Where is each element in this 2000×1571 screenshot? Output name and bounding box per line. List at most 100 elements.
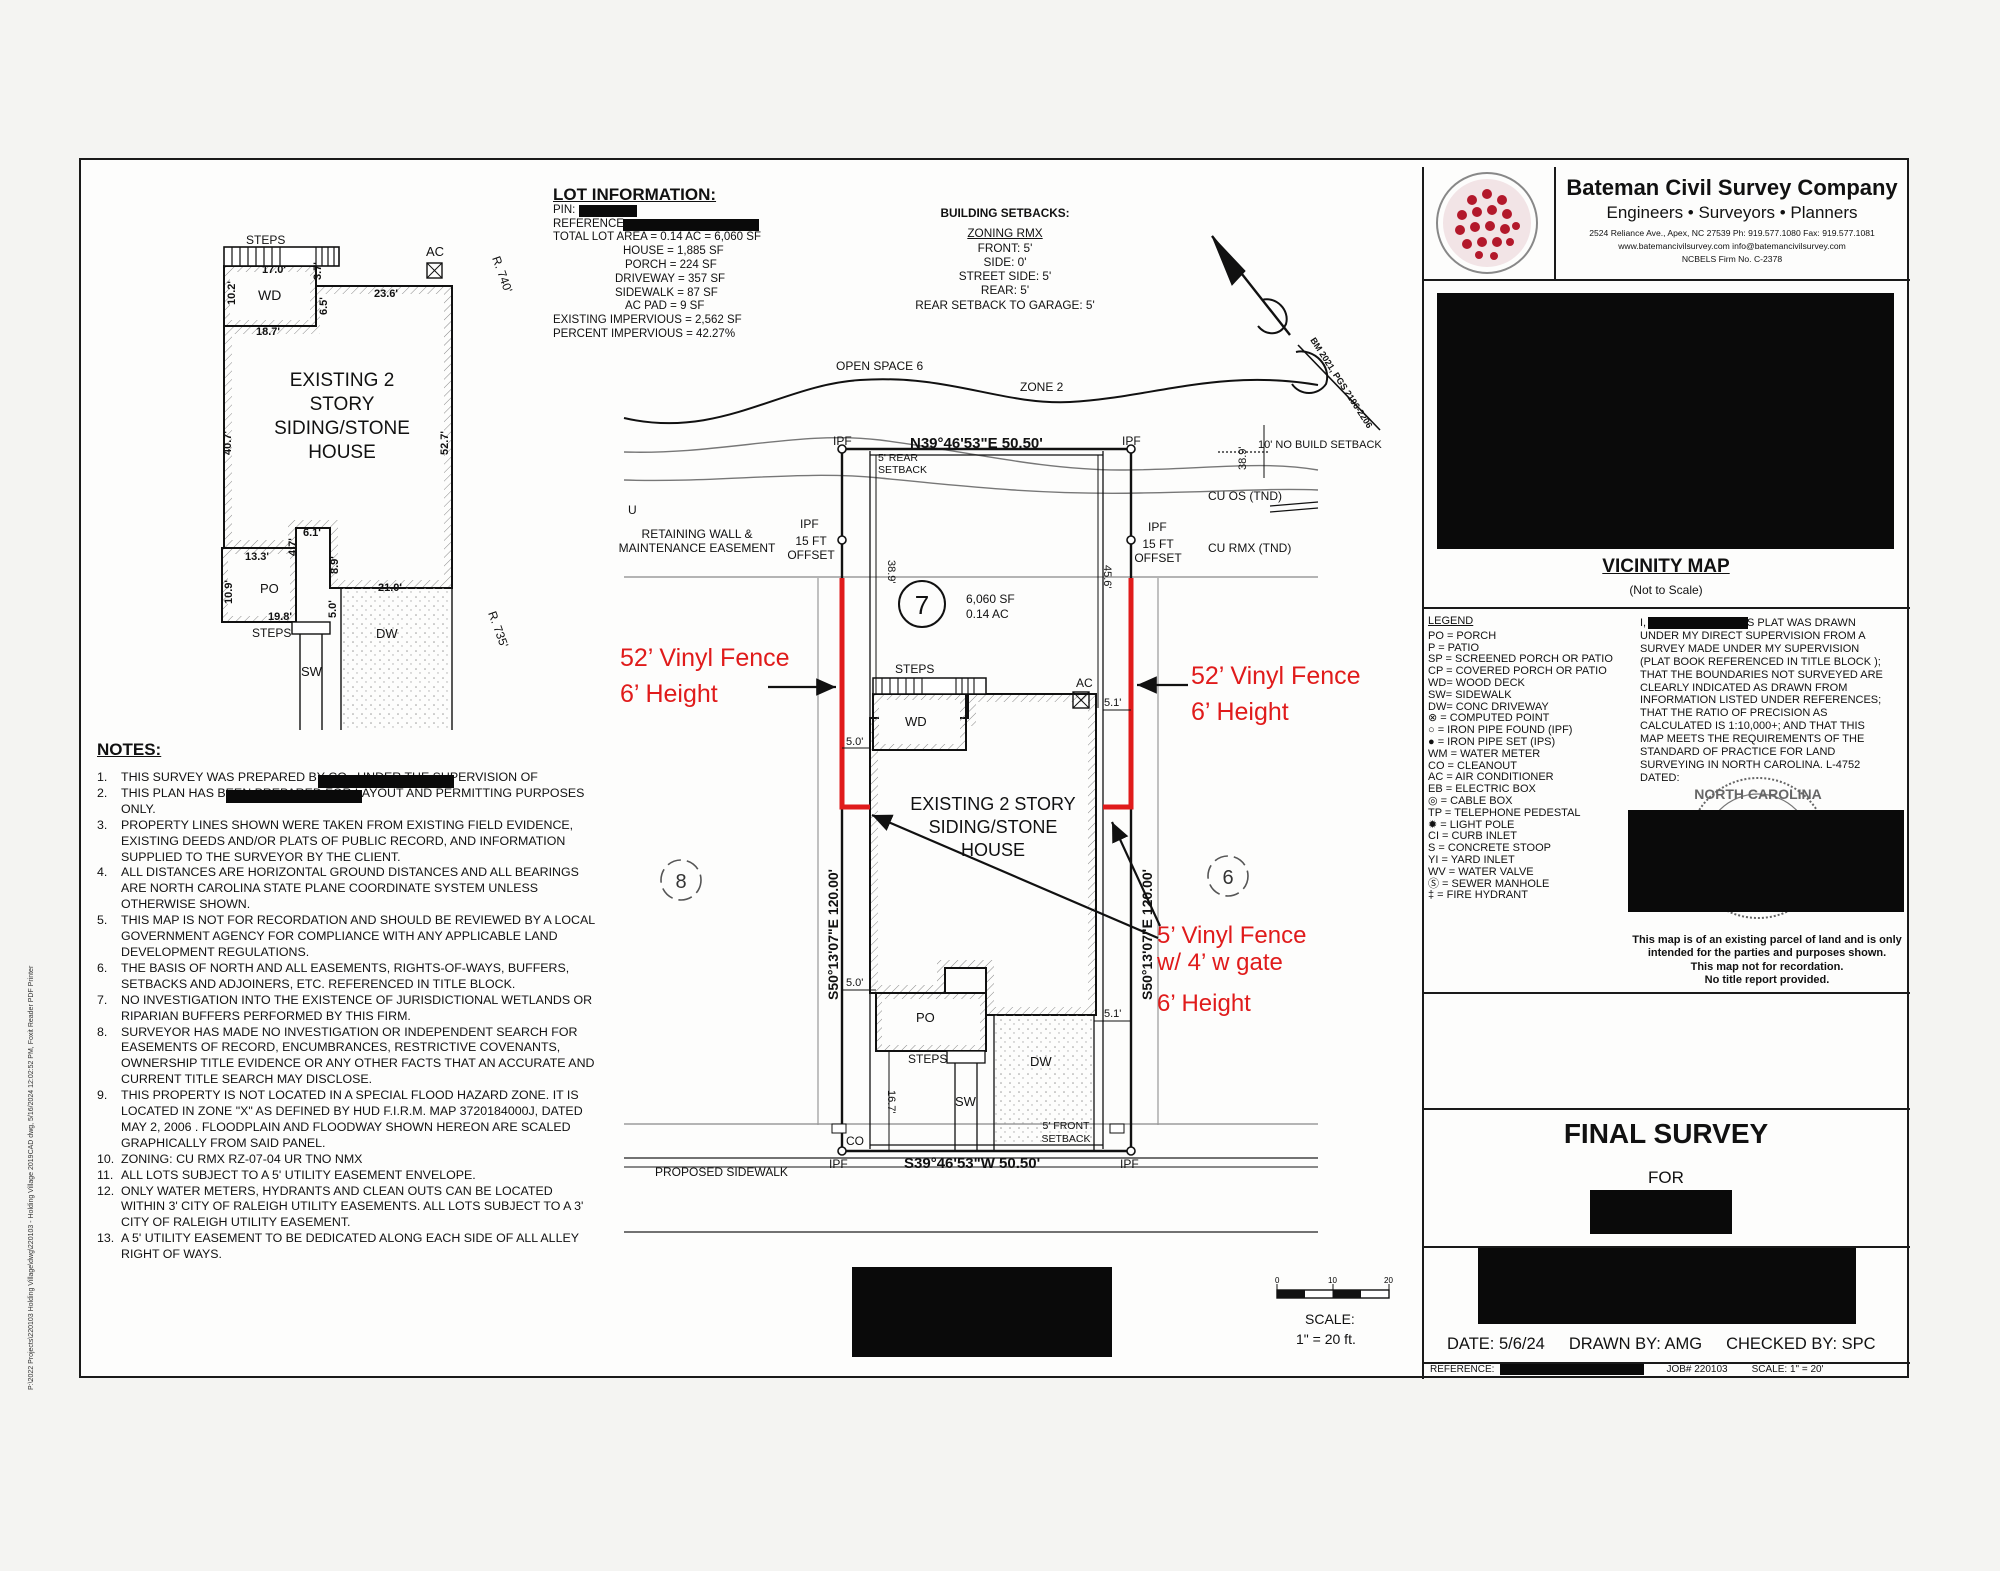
final-survey-title: FINAL SURVEY (1563, 1118, 1769, 1149)
detail-steps-label: STEPS (246, 233, 285, 247)
date-label: DATE: 5/6/24 (1447, 1335, 1545, 1353)
legend-item: DW= CONC DRIVEWAY (1428, 700, 1549, 713)
lot-area: 6,060 SF (966, 592, 1015, 606)
north-bearing: N39°46'53"E 50.50' (910, 435, 1043, 452)
offset-label-right: 15 FT OFFSET (1134, 537, 1182, 565)
legend-item: AC = AIR CONDITIONER (1428, 771, 1554, 784)
divider (1422, 1362, 1910, 1364)
dim-label: 45.6' (1101, 565, 1113, 589)
detail-dim: 18.7' (256, 326, 280, 338)
note-number: 12. (97, 1183, 115, 1198)
lot-info-line: HOUSE = 1,885 SF (623, 245, 724, 258)
detail-radius-label: R. 735' (485, 609, 511, 649)
note-item: 9.THIS PROPERTY IS NOT LOCATED IN A SPEC… (97, 1088, 597, 1152)
disclaimer-line: This map not for recordation. (1690, 960, 1844, 973)
legend-title: LEGEND (1428, 615, 1474, 627)
dim-label: 5.1' (1104, 1008, 1121, 1020)
reference-row-bottom: REFERENCE: JOB# 220103 SCALE: 1" = 20' (1428, 1364, 1908, 1375)
detail-dim: 23.6' (374, 288, 398, 300)
note-number: 11. (97, 1167, 114, 1182)
legend-item: SP = SCREENED PORCH OR PATIO (1428, 653, 1613, 666)
lot-house (831, 677, 1125, 1151)
legend-item: WM = WATER METER (1428, 747, 1541, 760)
company-info: Bateman Civil Survey Company Engineers •… (1557, 174, 1907, 266)
setbacks-title: BUILDING SETBACKS: (940, 206, 1070, 220)
scale-tick-label: 0 (1275, 1276, 1280, 1285)
zone-label: ZONE 2 (1020, 380, 1064, 394)
cu-os-label: CU OS (TND) (1208, 489, 1282, 503)
lot-info-line: EXISTING IMPERVIOUS = 2,562 SF (553, 314, 742, 327)
open-space-label: OPEN SPACE 6 (836, 359, 923, 373)
detail-dim: 10.2' (226, 281, 238, 305)
divider (1422, 1108, 1910, 1110)
divider (1422, 279, 1910, 281)
south-bearing: S39°46'53"W 50.50' (904, 1155, 1040, 1172)
note-number: 3. (97, 817, 108, 832)
fence-callout-left: 52’ Vinyl Fence 6’ Height (620, 640, 790, 712)
vicinity-title: VICINITY MAP (1602, 556, 1730, 577)
note-text: NO INVESTIGATION INTO THE EXISTENCE OF J… (121, 992, 593, 1023)
note-text: ALL LOTS SUBJECT TO A 5' UTILITY EASEMEN… (121, 1167, 476, 1182)
disclaimer-line: This map is of an existing parcel of lan… (1632, 934, 1902, 946)
lot-info-line: SIDEWALK = 87 SF (615, 286, 718, 299)
dim-label: 16.7' (885, 1090, 897, 1114)
detail-dim: 21.0' (378, 582, 402, 594)
setbacks-zoning: ZONING RMX (967, 226, 1043, 241)
company-web: www.batemancivilsurvey.com info@batemanc… (1618, 241, 1846, 251)
legend-item: YI = YARD INLET (1428, 853, 1515, 866)
note-text: THE BASIS OF NORTH AND ALL EASEMENTS, RI… (121, 960, 570, 991)
company-address: 2524 Reliance Ave., Apex, NC 27539 Ph: 9… (1589, 228, 1875, 238)
legend-item: ⊗ = COMPUTED POINT (1428, 712, 1550, 725)
lot-info-line: DRIVEWAY = 357 SF (615, 272, 726, 285)
redaction (1648, 617, 1748, 629)
building-setbacks: BUILDING SETBACKS: ZONING RMX FRONT: 5' … (905, 206, 1105, 312)
ipf-markers (837, 444, 1136, 1156)
legend-item: Ⓢ = SEWER MANHOLE (1428, 877, 1550, 890)
dim-label: 5.0' (846, 977, 863, 989)
note-item: 7.NO INVESTIGATION INTO THE EXISTENCE OF… (97, 993, 597, 1025)
fence-callout-arrows (768, 676, 1188, 940)
ipf-label: IPF (800, 517, 819, 531)
note-item: 13.A 5' UTILITY EASEMENT TO BE DEDICATED… (97, 1231, 597, 1263)
final-survey-for: FOR (1648, 1168, 1684, 1187)
vinyl-fence (839, 578, 1134, 810)
reference-label: REFERENCE: (553, 217, 628, 230)
note-item: 12.ONLY WATER METERS, HYDRANTS AND CLEAN… (97, 1184, 597, 1232)
note-item: 11. ALL LOTS SUBJECT TO A 5' UTILITY EASE… (97, 1168, 597, 1184)
cleanout-label: CO (846, 1134, 864, 1148)
title-block-column (1422, 167, 1912, 1379)
west-bearing: S50°13'07"E 120.00' (825, 869, 841, 1000)
lot-information: LOT INFORMATION: PIN: REFERENCE: TOTAL L… (553, 185, 761, 342)
detail-dim: 5.0' (327, 600, 339, 618)
lot-number: 7 (915, 590, 929, 620)
detail-dim: 6.5' (318, 297, 330, 315)
legend-item: PO = PORCH (1428, 629, 1497, 642)
cu-rmx-label: CU RMX (TND) (1208, 541, 1291, 555)
ac-label: AC (1076, 676, 1093, 690)
fence-callout-line: 6’ Height (620, 680, 718, 708)
legend-item: S = CONCRETE STOOP (1428, 842, 1551, 855)
address-redaction (1478, 1248, 1856, 1324)
lot-info-line: AC PAD = 9 SF (625, 300, 705, 313)
ipf-label: IPF (1120, 1157, 1139, 1171)
certification-text: I, CERTIFY THAT THIS PLAT WAS DRAWN UNDE… (1640, 617, 1890, 785)
company-tagline: Engineers • Surveyors • Planners (1606, 203, 1858, 222)
detail-dim: 19.8' (268, 611, 292, 623)
detail-radius-label: R. 740' (489, 254, 515, 294)
notes-title: NOTES: (97, 740, 162, 759)
detail-sw-label: SW (301, 664, 323, 679)
certification-body: I, CERTIFY THAT THIS PLAT WAS DRAWN UNDE… (1640, 617, 1883, 771)
lot-info-title: LOT INFORMATION: (553, 185, 717, 204)
proposed-sidewalk-label: PROPOSED SIDEWALK (655, 1165, 788, 1179)
pin-row: PIN: (553, 204, 761, 218)
dim-label: 5.0' (846, 736, 863, 748)
note-text: ALL DISTANCES ARE HORIZONTAL GROUND DIST… (121, 865, 579, 912)
vicinity-map-redaction (1437, 293, 1894, 549)
no-build-dim: 38.9' (1237, 446, 1249, 470)
fence-callout-line: 6’ Height (1191, 698, 1289, 726)
fence-callout-line: 6’ Height (1157, 990, 1251, 1017)
fence-callout-line: 52’ Vinyl Fence (1191, 662, 1361, 690)
legend-item: EB = ELECTRIC BOX (1428, 783, 1536, 796)
north-arrow (1211, 235, 1381, 431)
